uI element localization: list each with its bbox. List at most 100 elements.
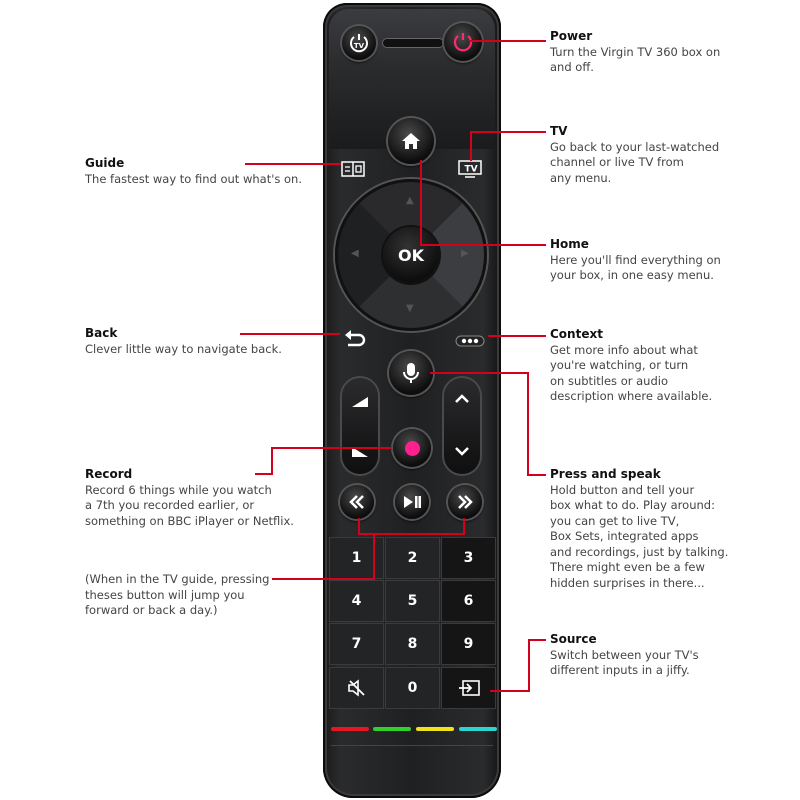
callout-home: Home Here you'll find everything on your… [550, 237, 721, 284]
voice-button[interactable] [389, 351, 433, 395]
up-arrow-icon[interactable]: ▲ [406, 195, 414, 206]
source-line-v [528, 639, 530, 692]
volume-rocker[interactable] [342, 378, 378, 474]
callout-desc: Get more info about what you're watching… [550, 342, 713, 404]
more-dots-icon [455, 335, 485, 347]
bottom-divider [331, 745, 493, 746]
callout-press-and-speak: Press and speak Hold button and tell you… [550, 467, 728, 591]
key-8[interactable]: 8 [385, 623, 440, 665]
key-5[interactable]: 5 [385, 580, 440, 622]
power-icon [453, 33, 473, 52]
callout-desc: Go back to your last-watched channel or … [550, 139, 720, 185]
yellow-button[interactable] [416, 727, 454, 731]
green-button[interactable] [373, 727, 411, 731]
key-6[interactable]: 6 [441, 580, 496, 622]
tv-line-h [470, 131, 546, 133]
down-arrow-icon[interactable]: ▼ [406, 303, 414, 314]
tv-button[interactable]: TV [457, 159, 483, 179]
voice-line-v [527, 372, 529, 476]
guide-icon [341, 161, 365, 177]
callout-desc: Hold button and tell your box what to do… [550, 482, 729, 590]
voice-line-h [430, 372, 528, 374]
callout-skip: (When in the TV guide, pressing theses b… [85, 572, 269, 619]
callout-title: Context [550, 327, 603, 341]
context-button[interactable] [455, 332, 485, 347]
callout-desc: The fastest way to find out what's on. [85, 171, 303, 186]
back-line [240, 333, 340, 335]
callout-power: Power Turn the Virgin TV 360 box on and … [550, 29, 720, 76]
rewind-button[interactable] [340, 485, 374, 519]
mute-icon [347, 679, 365, 697]
callout-title: Power [550, 29, 593, 43]
channel-down-icon[interactable] [454, 446, 470, 456]
key-3[interactable]: 3 [441, 537, 496, 579]
key-9[interactable]: 9 [441, 623, 496, 665]
skip-line-h [358, 533, 465, 535]
svg-text:TV: TV [354, 42, 365, 50]
rewind-icon [349, 495, 364, 509]
callout-title: Source [550, 632, 597, 646]
source-button[interactable] [441, 667, 496, 709]
home-button[interactable] [388, 118, 434, 164]
callout-context: Context Get more info about what you're … [550, 327, 712, 405]
tv-power-button[interactable]: TV [342, 26, 376, 60]
callout-desc: Turn the Virgin TV 360 box on and off. [550, 44, 721, 75]
callout-guide: Guide The fastest way to find out what's… [85, 156, 302, 187]
callout-desc: Switch between your TV's different input… [550, 647, 699, 678]
guide-line [245, 163, 341, 165]
callout-title: Home [550, 237, 589, 251]
callout-title: Back [85, 326, 118, 340]
red-button[interactable] [331, 727, 369, 731]
home-line-v [420, 160, 422, 245]
record-dot-icon [404, 440, 420, 456]
power-tv-icon: TV [350, 34, 368, 53]
dpad[interactable]: ▲ ▼ ◀ ▶ OK [335, 179, 487, 331]
context-line [488, 335, 546, 337]
volume-down-icon[interactable] [351, 446, 369, 458]
voice-line-h2 [527, 474, 546, 476]
channel-rocker[interactable] [444, 378, 480, 474]
guide-button[interactable] [341, 161, 365, 177]
callout-title: Guide [85, 156, 125, 170]
skip-line-v [373, 533, 375, 579]
ok-button[interactable]: OK [383, 227, 439, 283]
tv-icon: TV [458, 160, 482, 178]
key-7[interactable]: 7 [329, 623, 384, 665]
callout-desc: Here you'll find everything on your box,… [550, 252, 721, 283]
play-pause-button[interactable] [395, 485, 429, 519]
callout-desc: Clever little way to navigate back. [85, 341, 282, 356]
key-0[interactable]: 0 [385, 667, 440, 709]
source-input-icon [458, 680, 480, 696]
callout-back: Back Clever little way to navigate back. [85, 326, 282, 357]
key-1[interactable]: 1 [329, 537, 384, 579]
tv-line-v [470, 131, 472, 161]
left-arrow-icon[interactable]: ◀ [351, 248, 359, 259]
fast-forward-icon [458, 495, 473, 509]
skip-line-right-v [463, 518, 465, 534]
blue-button[interactable] [459, 727, 497, 731]
right-arrow-icon[interactable]: ▶ [461, 248, 469, 259]
mute-button[interactable] [329, 667, 384, 709]
key-2[interactable]: 2 [385, 537, 440, 579]
source-line [490, 690, 530, 692]
source-line-h2 [528, 639, 546, 641]
callout-record: Record Record 6 things while you watch a… [85, 467, 294, 529]
key-4[interactable]: 4 [329, 580, 384, 622]
home-line-h [420, 244, 546, 246]
callout-title: TV [550, 124, 568, 138]
back-button[interactable] [343, 329, 367, 347]
power-button[interactable] [444, 23, 482, 61]
svg-text:TV: TV [464, 165, 477, 175]
callout-title: Press and speak [550, 467, 661, 481]
callout-desc: (When in the TV guide, pressing theses b… [85, 572, 270, 617]
fast-forward-button[interactable] [448, 485, 482, 519]
callout-title: Record [85, 467, 133, 481]
record-button[interactable] [393, 429, 431, 467]
callout-source: Source Switch between your TV's differen… [550, 632, 699, 679]
callout-tv: TV Go back to your last-watched channel … [550, 124, 719, 186]
channel-up-icon[interactable] [454, 394, 470, 404]
home-icon [402, 133, 420, 149]
callout-desc: Record 6 things while you watch a 7th yo… [85, 482, 294, 528]
remote-control: TV TV ▲ ▼ ◀ [323, 3, 501, 798]
volume-up-icon[interactable] [351, 396, 369, 408]
